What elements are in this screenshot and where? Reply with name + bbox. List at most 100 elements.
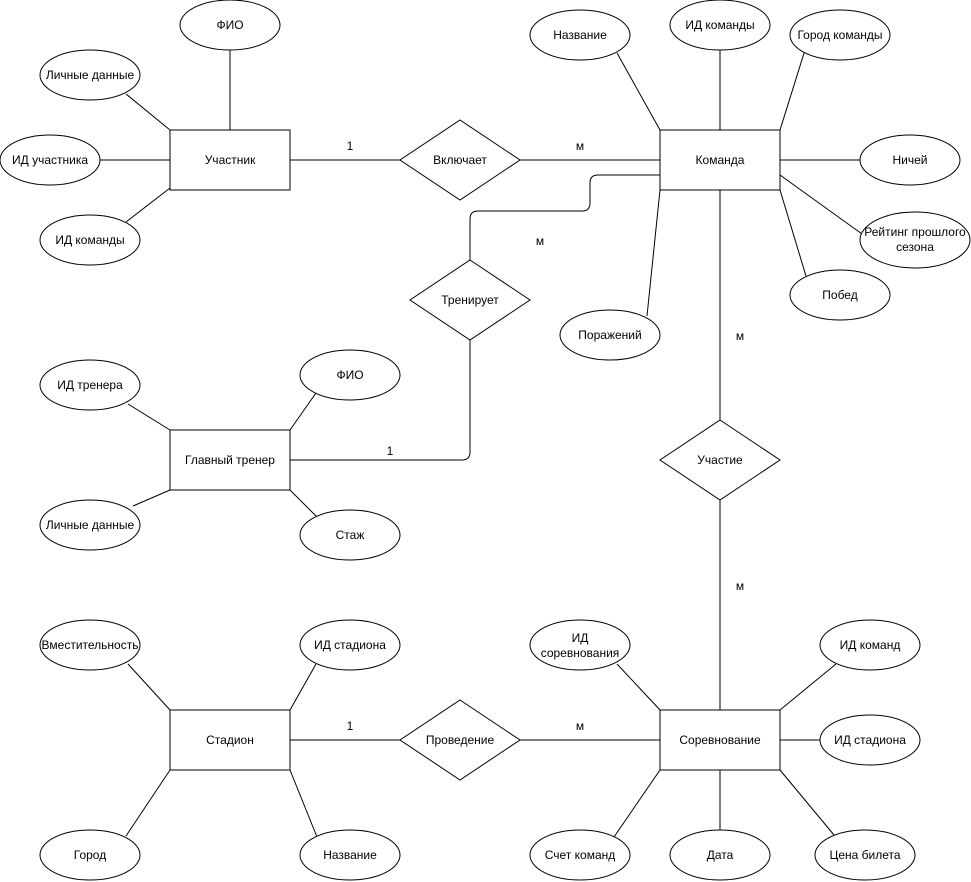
attribute-team-id-label: ИД команды <box>685 18 754 32</box>
edge-participant-personal <box>125 93 171 131</box>
attribute-competition-ticket-price-label: Цена билета <box>829 848 900 862</box>
entity-team-label: Команда <box>696 153 745 167</box>
attribute-team-city-label: Город команды <box>797 28 882 42</box>
relationship-participation-label: Участие <box>697 453 743 467</box>
attribute-participant-team-id-label: ИД команды <box>55 233 124 247</box>
entity-coach-label: Главный тренер <box>185 453 275 467</box>
attribute-participant-personal-label: Личные данные <box>46 68 135 82</box>
attribute-competition-ticket-price[interactable]: Цена билета <box>814 829 916 881</box>
attribute-team-wins-label: Побед <box>822 288 857 302</box>
edge-coach-id <box>127 403 171 431</box>
cardinality-holding-competition: м <box>576 719 584 733</box>
edge-trains-coach <box>290 340 471 461</box>
entity-participant-label: Участник <box>205 153 256 167</box>
attribute-competition-stadium-id-label: ИД стадиона <box>834 733 906 747</box>
edge-coach-personal <box>132 489 171 507</box>
entity-competition-label: Соревнование <box>679 733 761 747</box>
attribute-participant-id-label: ИД участника <box>12 153 88 167</box>
attribute-team-losses[interactable]: Поражений <box>559 309 661 361</box>
attribute-team-id[interactable]: ИД команды <box>669 0 771 51</box>
edge-stadium-id <box>289 663 317 711</box>
edge-competition-ticket <box>779 769 835 836</box>
attribute-team-losses-label: Поражений <box>578 328 641 342</box>
attribute-coach-id[interactable]: ИД тренера <box>39 359 141 411</box>
attribute-participant-team-id[interactable]: ИД команды <box>39 214 141 266</box>
attribute-team-wins[interactable]: Побед <box>789 269 891 321</box>
edge-team-city <box>779 49 806 131</box>
relationship-participation[interactable]: Участие <box>659 419 781 501</box>
attribute-coach-experience[interactable]: Стаж <box>299 509 401 561</box>
connectors <box>100 49 863 838</box>
entity-participant[interactable]: Участник <box>169 129 291 191</box>
relationship-trains-label: Тренирует <box>441 293 499 307</box>
cardinality-holding-stadium: 1 <box>347 719 354 733</box>
attribute-coach-experience-label: Стаж <box>336 528 365 542</box>
attribute-stadium-city-label: Город <box>74 848 106 862</box>
attribute-team-draws-label: Ничей <box>893 153 928 167</box>
attribute-team-name[interactable]: Название <box>529 9 631 61</box>
relationship-includes[interactable]: Включает <box>399 119 521 201</box>
edge-competition-score <box>613 769 661 838</box>
attribute-competition-stadium-id[interactable]: ИД стадиона <box>819 714 921 766</box>
edge-competition-id <box>616 663 661 711</box>
attribute-stadium-name-label: Название <box>323 848 377 862</box>
attribute-team-name-label: Название <box>553 28 607 42</box>
entity-stadium[interactable]: Стадион <box>169 709 291 771</box>
cardinality-labels: 1 м м 1 м м 1 м <box>347 139 744 733</box>
edge-stadium-capacity <box>127 663 171 711</box>
entity-competition[interactable]: Соревнование <box>659 709 781 771</box>
relationship-includes-label: Включает <box>433 153 487 167</box>
attribute-stadium-capacity[interactable]: Вместительность <box>39 619 141 671</box>
attribute-competition-id-label-line1: ИД <box>572 631 589 645</box>
attribute-stadium-capacity-label: Вместительность <box>42 638 139 652</box>
attribute-participant-id[interactable]: ИД участника <box>0 134 101 186</box>
attribute-participant-fio[interactable]: ФИО <box>179 0 281 51</box>
attribute-team-draws[interactable]: Ничей <box>859 134 961 186</box>
attribute-participant-personal[interactable]: Личные данные <box>39 49 141 101</box>
edge-team-wins <box>779 189 807 277</box>
attribute-participant-fio-label: ФИО <box>216 18 243 32</box>
cardinality-participation-team: м <box>736 329 744 343</box>
attribute-coach-fio-label: ФИО <box>336 368 363 382</box>
edge-coach-fio <box>289 392 317 431</box>
cardinality-trains-team: м <box>536 234 544 248</box>
attribute-team-rating[interactable]: Рейтинг прошлого сезона <box>859 211 971 269</box>
attribute-stadium-id-label: ИД стадиона <box>314 638 386 652</box>
attribute-competition-id[interactable]: ИД соревнования <box>529 619 631 671</box>
edge-team-losses <box>646 189 661 317</box>
relationship-holding[interactable]: Проведение <box>399 699 521 781</box>
attribute-competition-date[interactable]: Дата <box>669 829 771 881</box>
attribute-coach-personal[interactable]: Личные данные <box>39 499 141 551</box>
attribute-competition-team-ids[interactable]: ИД команд <box>819 619 921 671</box>
attribute-team-city[interactable]: Город команды <box>789 9 891 61</box>
attribute-competition-score-label: Счет команд <box>545 848 616 862</box>
entity-stadium-label: Стадион <box>206 733 254 747</box>
entity-coach[interactable]: Главный тренер <box>169 429 291 491</box>
relationship-trains[interactable]: Тренирует <box>409 259 531 341</box>
attribute-coach-id-label: ИД тренера <box>57 378 123 392</box>
attribute-competition-date-label: Дата <box>707 848 734 862</box>
cardinality-trains-coach: 1 <box>387 444 394 458</box>
edge-team-rating <box>779 174 863 235</box>
attribute-team-rating-label-line1: Рейтинг прошлого <box>864 225 966 239</box>
cardinality-includes-team: м <box>576 139 584 153</box>
attribute-coach-fio[interactable]: ФИО <box>299 349 401 401</box>
attribute-competition-team-ids-label: ИД команд <box>840 638 901 652</box>
edge-team-trains <box>469 174 660 260</box>
attribute-competition-score[interactable]: Счет команд <box>529 829 631 881</box>
attribute-stadium-city[interactable]: Город <box>39 829 141 881</box>
entity-team[interactable]: Команда <box>659 129 781 191</box>
attribute-competition-id-label-line2: соревнования <box>541 646 620 660</box>
relationship-holding-label: Проведение <box>426 733 495 747</box>
attribute-stadium-name[interactable]: Название <box>299 829 401 881</box>
edge-coach-experience <box>289 489 318 518</box>
attribute-stadium-id[interactable]: ИД стадиона <box>299 619 401 671</box>
edge-stadium-city <box>125 769 171 837</box>
cardinality-includes-participant: 1 <box>347 139 354 153</box>
edge-competition-team-ids <box>779 663 837 711</box>
edge-stadium-name <box>289 769 318 838</box>
edge-participant-team-id <box>125 187 171 223</box>
attribute-team-rating-label-line2: сезона <box>896 240 934 254</box>
edge-team-name <box>616 52 661 131</box>
